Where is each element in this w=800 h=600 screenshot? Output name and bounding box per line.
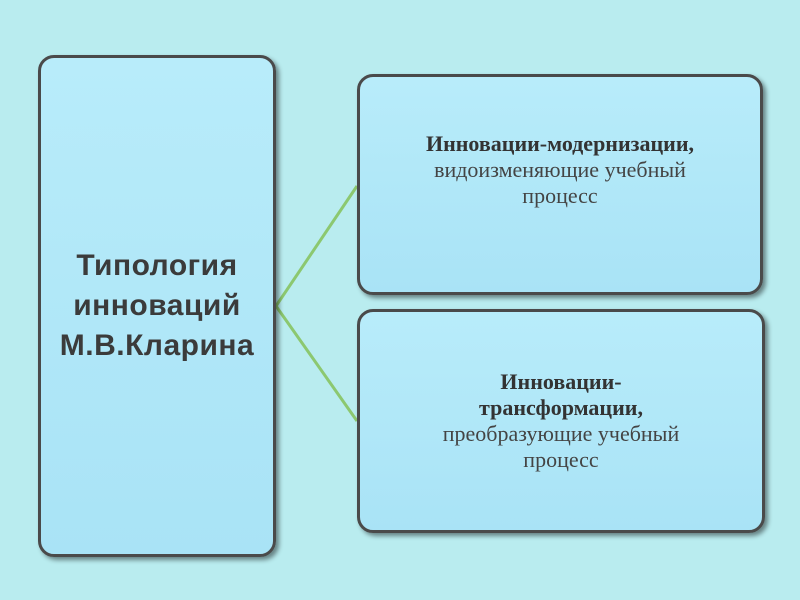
modernization-box: Инновации-модернизации, видоизменяющие у…	[357, 74, 763, 295]
typology-line-3: М.В.Кларина	[59, 329, 255, 362]
modernization-desc-line-1: видоизменяющие учебный	[434, 156, 686, 182]
transformation-title-line-1: Инновации-	[500, 369, 622, 394]
transformation-box: Инновации- трансформации, преобразующие …	[357, 309, 765, 533]
connector-to-top	[274, 185, 359, 307]
transformation-desc-line-2: процесс	[523, 447, 599, 472]
modernization-title: Инновации-модернизации,	[425, 130, 695, 156]
connector-to-bottom	[274, 305, 359, 422]
typology-line-1: Типология	[76, 249, 238, 282]
transformation-title-line-2: трансформации,	[479, 395, 643, 420]
transformation-desc-line-1: преобразующие учебный	[442, 421, 680, 446]
modernization-desc-line-2: процесс	[522, 182, 598, 208]
typology-line-2: инноваций	[73, 289, 241, 322]
typology-box: Типология инноваций М.В.Кларина	[38, 55, 276, 557]
